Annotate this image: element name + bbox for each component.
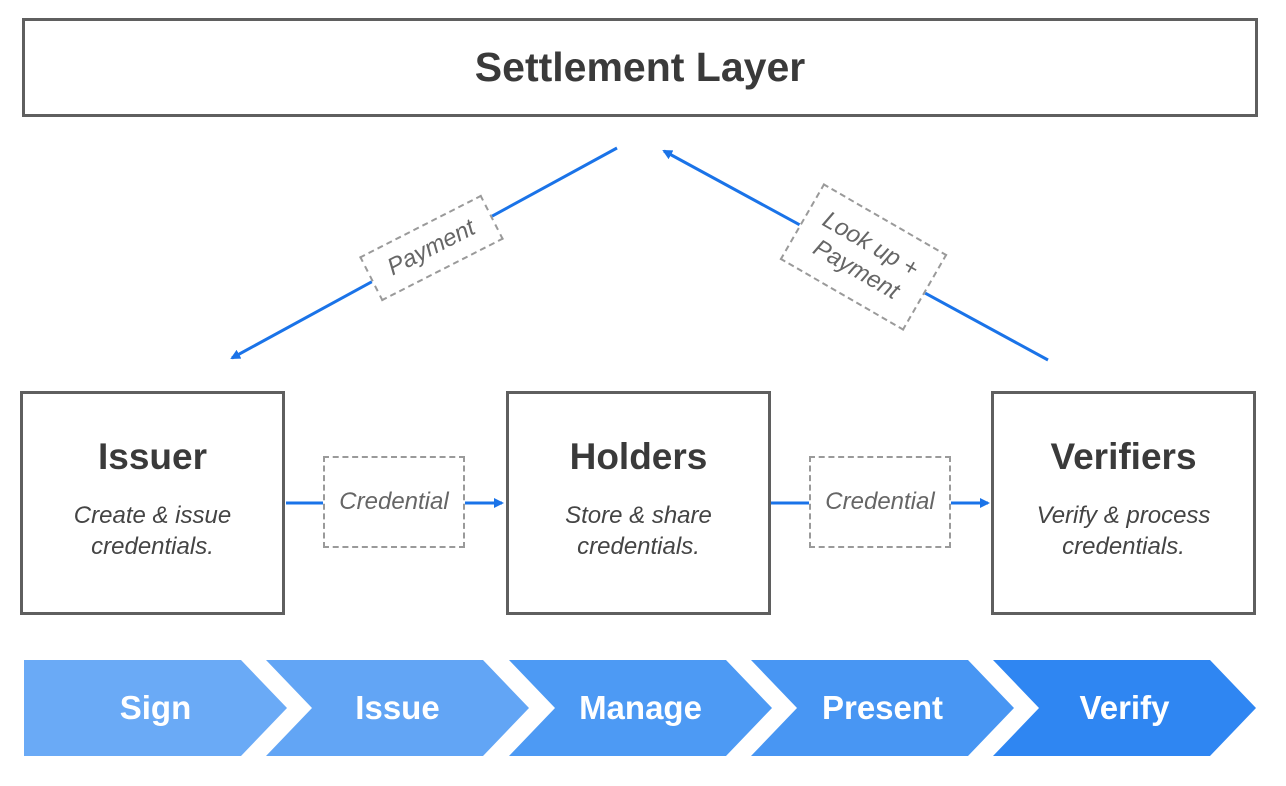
step-present-label: Present <box>821 689 944 726</box>
credential-label-issuer-holders: Credential <box>323 456 465 548</box>
holders-box: Holders Store & share credentials. <box>506 391 771 615</box>
issuer-description: Create & issue credentials. <box>73 502 232 560</box>
step-issue-shape <box>266 660 529 756</box>
settlement-layer-box: Settlement Layer <box>22 18 1258 117</box>
settlement-layer-title: Settlement Layer <box>474 44 806 90</box>
step-present-shape <box>751 660 1014 756</box>
step-manage: Manage <box>509 660 772 756</box>
step-verify-label: Verify <box>1079 689 1170 726</box>
step-manage-label: Manage <box>579 689 702 726</box>
step-sign: Sign <box>24 660 287 756</box>
step-verify: Verify <box>993 660 1256 756</box>
credential-label-holders-verifiers: Credential <box>809 456 951 548</box>
issuer-title: Issuer <box>97 436 207 477</box>
holders-title: Holders <box>569 436 708 477</box>
step-issue: Issue <box>266 660 529 756</box>
issuer-box: Issuer Create & issue credentials. <box>20 391 285 615</box>
holders-description: Store & share credentials. <box>565 502 712 560</box>
step-issue-label: Issue <box>355 689 440 726</box>
step-present: Present <box>751 660 1014 756</box>
verifiers-title: Verifiers <box>1050 436 1197 477</box>
step-manage-shape <box>509 660 772 756</box>
step-verify-shape <box>993 660 1256 756</box>
step-sign-shape <box>24 660 287 756</box>
verifiers-box: Verifiers Verify & process credentials. <box>991 391 1256 615</box>
verifiers-description: Verify & process credentials. <box>1036 502 1211 560</box>
step-sign-label: Sign <box>119 689 192 726</box>
